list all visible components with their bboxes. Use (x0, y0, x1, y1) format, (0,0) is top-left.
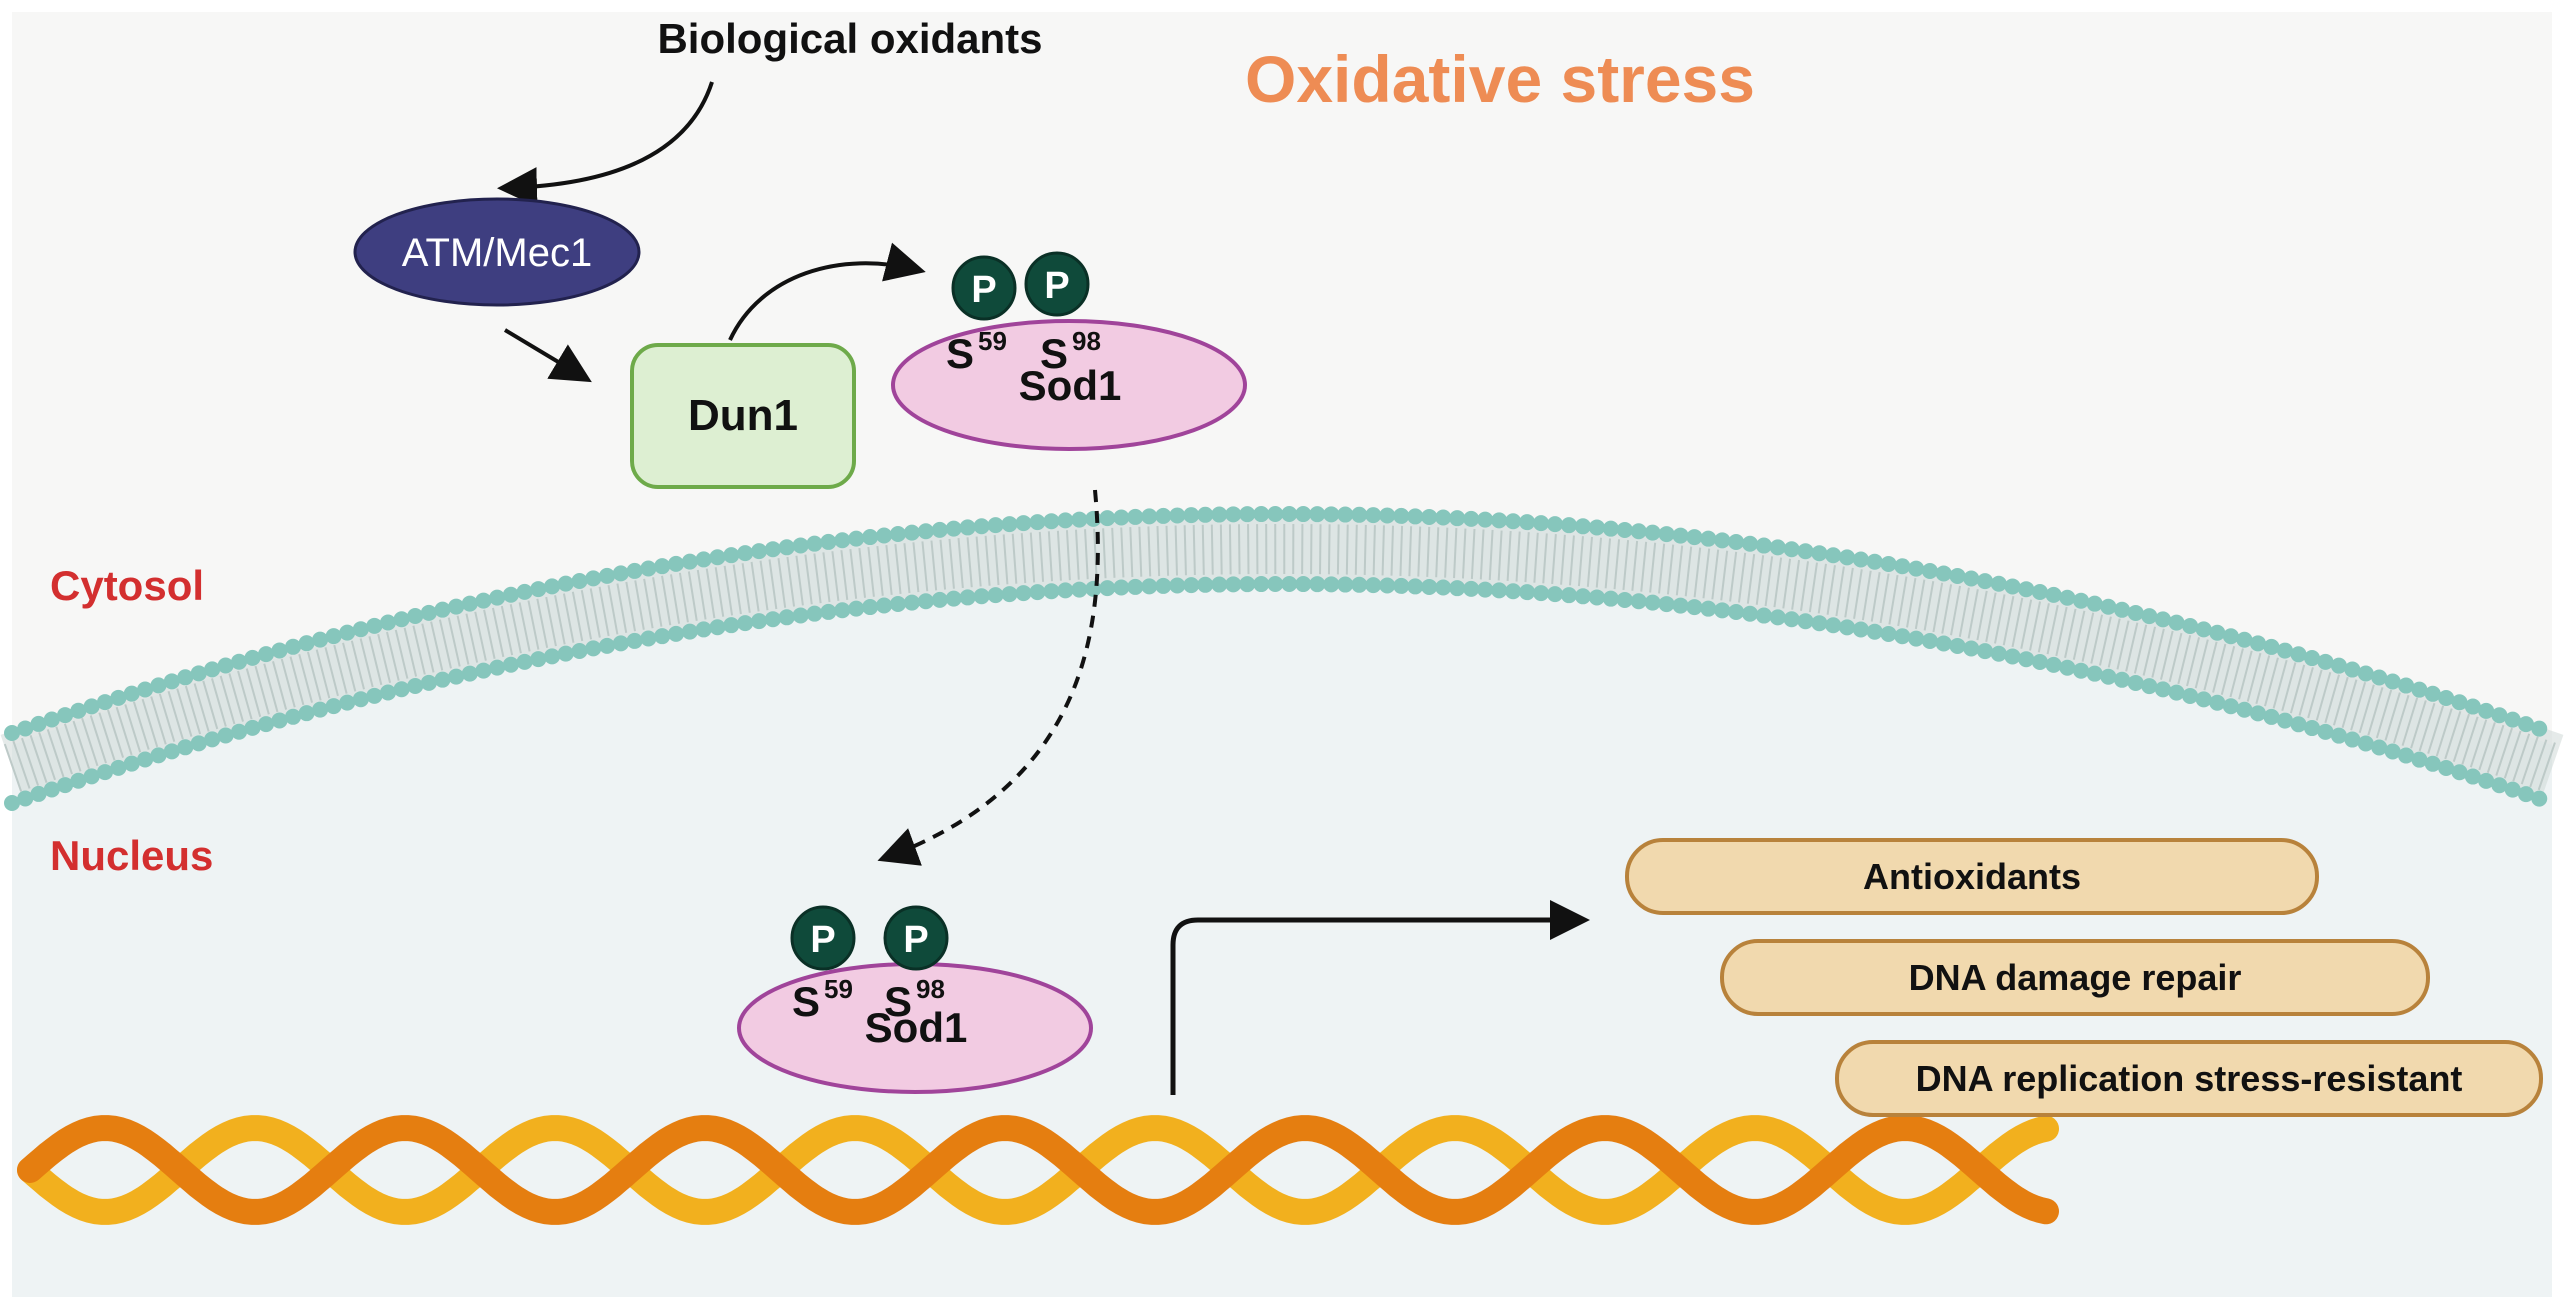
cytosol-label: Cytosol (50, 562, 204, 609)
nuclear-membrane (0, 506, 2564, 811)
phospho-label-left: P (971, 269, 996, 311)
sod1-cytosol-ellipse (891, 319, 1247, 451)
diagram-title: Oxidative stress (1245, 42, 1755, 116)
arrow-dun1-to-sod1 (728, 242, 926, 341)
outcome-antioxidants: Antioxidants (1625, 838, 2319, 915)
sod1-nucleus-label: Sod1 (865, 1004, 968, 1051)
arrow-sod1-translocation (877, 489, 1100, 866)
atm-mec1-ellipse (353, 197, 641, 307)
site-s59-number: 59 (824, 974, 853, 1004)
outcome-box (1625, 838, 2319, 915)
phospho-label-left: P (810, 919, 835, 961)
dun1-box (630, 343, 856, 489)
outcome-label: DNA damage repair (1909, 957, 2242, 998)
biological-oxidants-label: Biological oxidants (657, 15, 1042, 62)
nucleus-label: Nucleus (50, 832, 213, 879)
dna-strand-dark (17, 1115, 2059, 1225)
membrane-inner-heads (4, 576, 2560, 811)
site-s98-number: 98 (1072, 326, 1101, 356)
site-s98-letter: S (884, 978, 912, 1025)
outcome-dna-damage-repair: DNA damage repair (1720, 939, 2430, 1016)
dna-helix (17, 1115, 2059, 1225)
phospho-icon (883, 905, 949, 971)
outcome-label: Antioxidants (1863, 856, 2081, 897)
site-s98-number: 98 (916, 974, 945, 1004)
sod1-nucleus-node: P P S 59 S 98 Sod1 (737, 905, 1093, 1094)
phospho-icon (1024, 251, 1090, 317)
atm-mec1-node: ATM/Mec1 (353, 197, 641, 307)
atm-mec1-label: ATM/Mec1 (402, 231, 592, 275)
phospho-label-right: P (903, 919, 928, 961)
dun1-node: Dun1 (630, 343, 856, 489)
outcome-dna-replication-stress-resistant: DNA replication stress-resistant (1835, 1040, 2543, 1117)
phospho-icon (790, 905, 856, 971)
dna-strand-light (17, 1115, 2059, 1225)
site-s59-letter: S (946, 330, 974, 377)
arrow-atm-to-dun1 (503, 328, 592, 383)
sod1-cytosol-label: Sod1 (1019, 362, 1122, 409)
outcome-box (1835, 1040, 2543, 1117)
site-s98-letter: S (1040, 330, 1068, 377)
membrane-outer-heads (4, 506, 2560, 741)
site-s59-number: 59 (978, 326, 1007, 356)
arrow-transcription (1170, 900, 1590, 1095)
phospho-icon (951, 255, 1017, 321)
outcome-label: DNA replication stress-resistant (1916, 1058, 2463, 1099)
phospho-label-right: P (1044, 265, 1069, 307)
site-s59-letter: S (792, 978, 820, 1025)
outcome-box (1720, 939, 2430, 1016)
dun1-label: Dun1 (688, 391, 798, 440)
arrow-oxidants-to-atm (497, 81, 714, 208)
sod1-cytosol-node: P P S 59 S 98 Sod1 (891, 251, 1247, 451)
